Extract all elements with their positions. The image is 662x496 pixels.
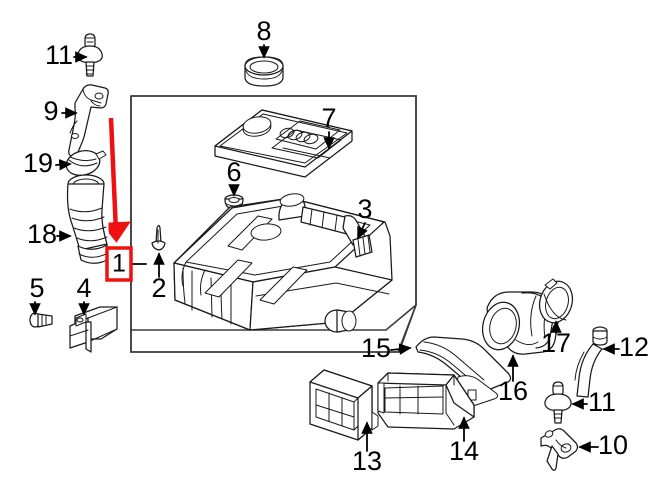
highlighted-callout-1: 1 <box>105 246 133 282</box>
callout-label-4: 4 <box>76 273 91 303</box>
part-1-engine-cover-assembly <box>173 193 393 333</box>
engine-cover-group-frame <box>130 95 417 353</box>
part-11-ball-stud-bottom <box>544 381 572 424</box>
part-11-ball-stud-top <box>77 33 103 77</box>
callout-label-19: 19 <box>23 148 53 178</box>
part-18-intake-hose-elbow <box>66 174 110 264</box>
part-9-bracket-hook <box>68 84 109 158</box>
part-8-grommet-seal-ring <box>244 56 284 87</box>
part-17-clamp-ring <box>538 278 574 324</box>
callout-label-11-top: 11 <box>45 40 73 70</box>
callout-label-5: 5 <box>29 273 44 303</box>
callout-label-1: 1 <box>112 250 126 278</box>
part-12-breather-hose <box>574 326 608 398</box>
callout-label-3: 3 <box>357 194 372 224</box>
part-4-mass-air-flow-sensor <box>69 306 118 353</box>
callout-label-12: 12 <box>619 332 649 362</box>
callout-label-16: 16 <box>498 376 528 406</box>
callout-label-14: 14 <box>449 436 479 466</box>
callout-label-15: 15 <box>361 333 391 363</box>
callout-label-10: 10 <box>598 430 628 460</box>
callout-label-9: 9 <box>43 96 58 126</box>
callout-numbers: 11 9 19 18 5 4 2 8 6 7 3 15 16 17 12 11 … <box>23 16 649 476</box>
callout-label-17: 17 <box>541 328 571 358</box>
part-14-air-duct-housing <box>377 372 475 430</box>
callout-label-13: 13 <box>352 446 382 476</box>
callout-label-18: 18 <box>27 219 57 249</box>
callout-label-2: 2 <box>151 273 166 303</box>
part-19-hose-clamp-ring <box>65 150 107 176</box>
callout-label-8: 8 <box>256 16 271 46</box>
part-5-bolt-screw <box>29 312 53 328</box>
callout-label-7: 7 <box>321 103 336 133</box>
callout-label-11-bottom: 11 <box>588 387 616 417</box>
callout-leader-lines <box>29 44 620 453</box>
part-10-mounting-bracket <box>540 428 579 471</box>
part-2-retainer-pin <box>151 224 166 251</box>
part-7-engine-cover-badge-panel <box>214 109 353 178</box>
highlight-red-arrow <box>111 117 116 232</box>
callout-label-6: 6 <box>226 157 241 187</box>
audi-four-rings-logo <box>279 127 319 145</box>
